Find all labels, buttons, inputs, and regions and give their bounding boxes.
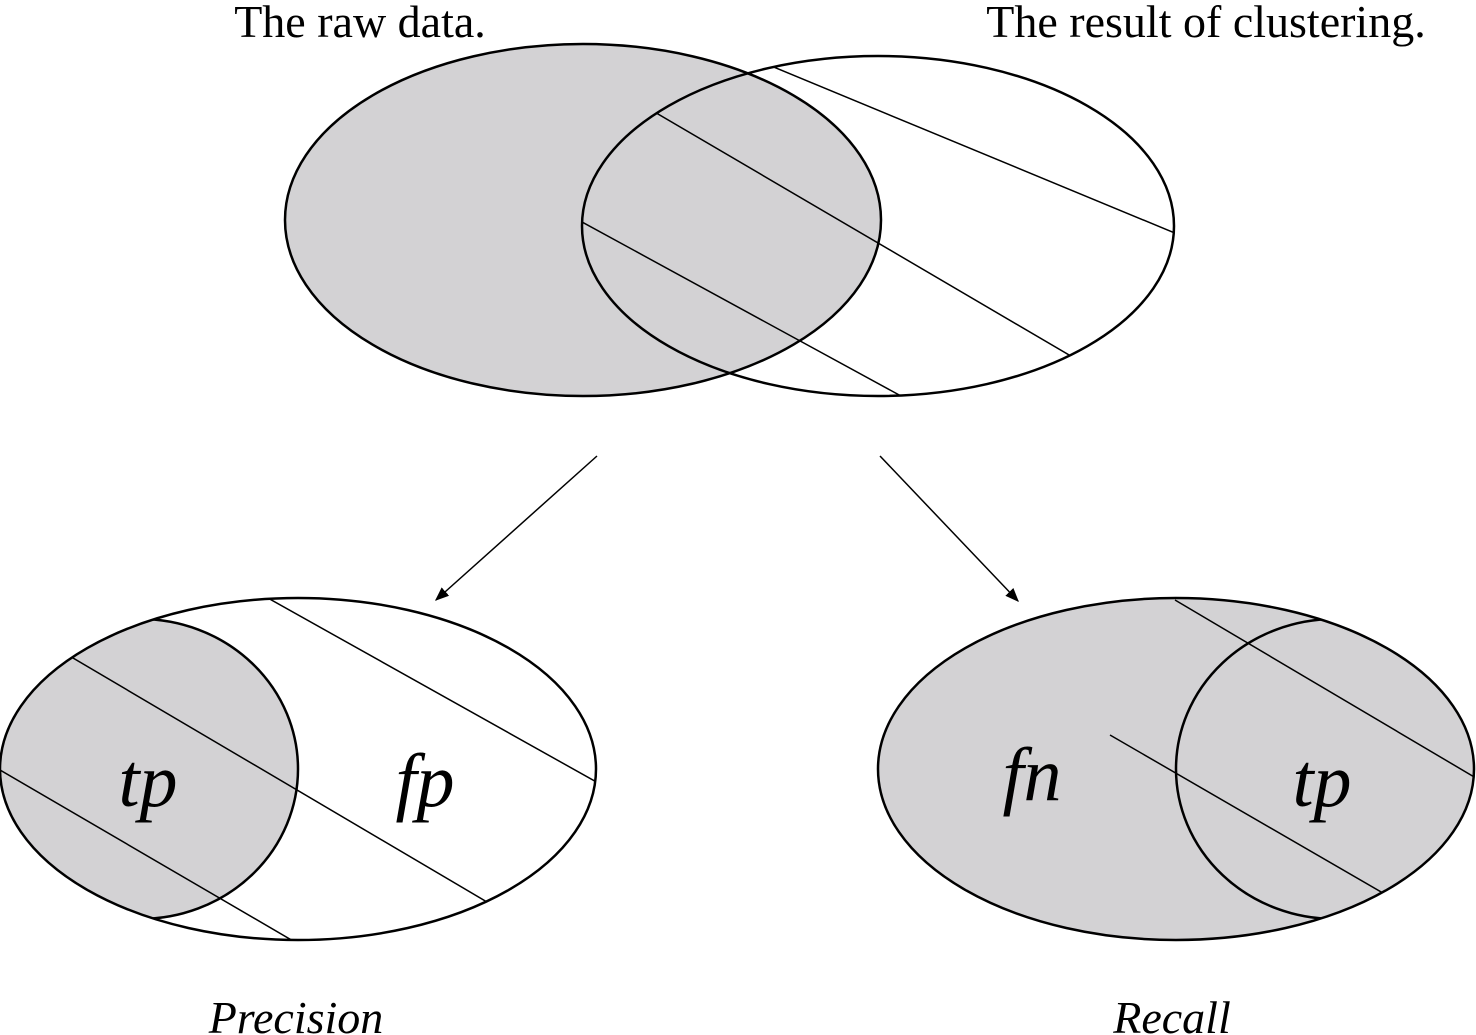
precision-tp-label: tp (118, 739, 177, 823)
recall-fn-label: fn (1002, 733, 1061, 817)
precision-venn: tp fp (0, 596, 598, 942)
raw-data-outline (283, 42, 883, 398)
arrow-to-precision (434, 455, 598, 601)
precision-fp-label: fp (395, 739, 454, 823)
top-venn (283, 42, 1176, 398)
precision-outer-outline (0, 596, 598, 942)
clustering-result-ellipse (580, 54, 1176, 398)
recall-outer-outline (876, 596, 1476, 942)
raw-data-caption: The raw data. (234, 0, 486, 47)
arrow-to-recall (879, 455, 1019, 603)
recall-tp-label: tp (1292, 739, 1351, 823)
precision-caption: Precision (208, 992, 384, 1035)
recall-venn: fn tp (876, 596, 1476, 942)
recall-caption: Recall (1112, 992, 1231, 1035)
precision-tp-region (0, 619, 298, 919)
clustering-result-caption: The result of clustering. (986, 0, 1425, 47)
